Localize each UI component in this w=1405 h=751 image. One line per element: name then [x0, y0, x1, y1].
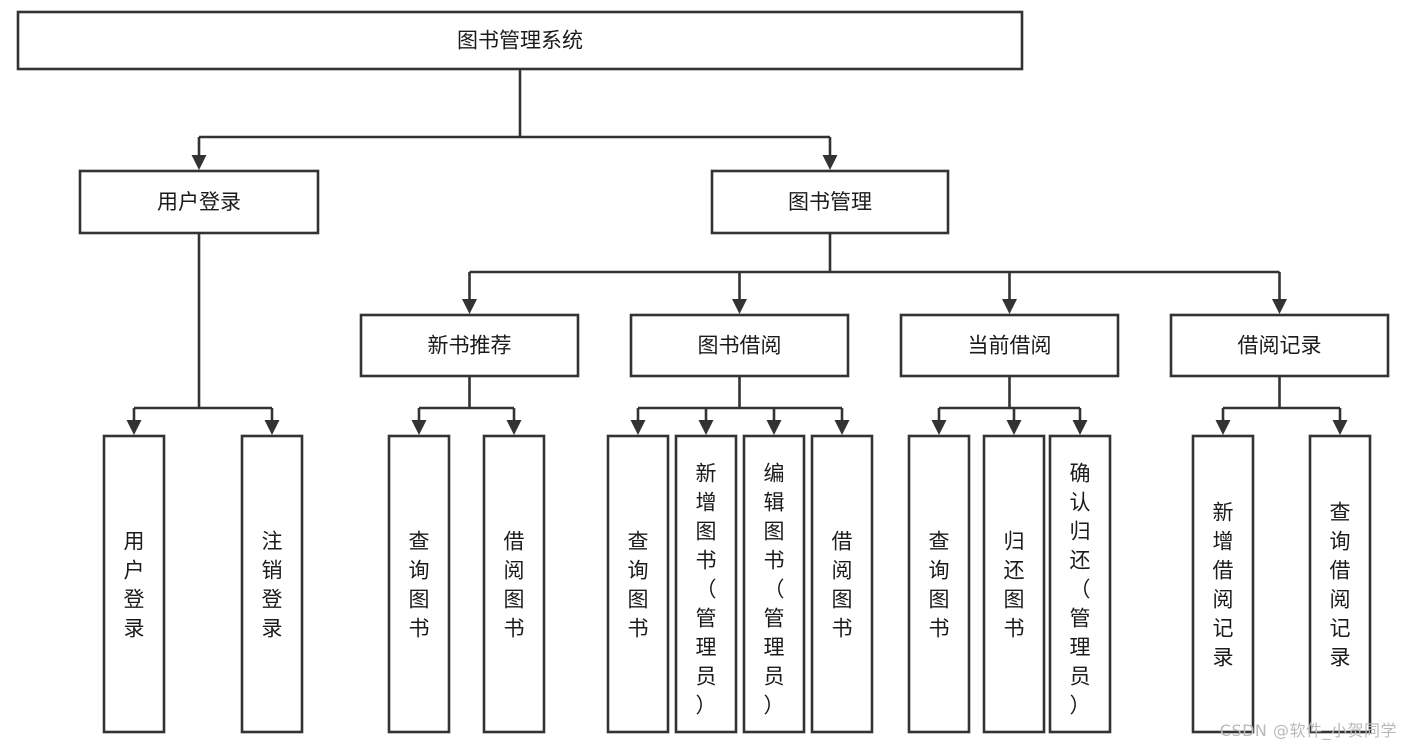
node-box: [16, 10, 1024, 71]
node-label: 借阅记录: [1238, 334, 1322, 358]
node-leaf-11[interactable]: 新增借阅记录: [1191, 434, 1255, 734]
node-label: 图书管理系统: [457, 29, 583, 53]
arrow-head-icon: [822, 155, 838, 170]
node-leaf-7[interactable]: 借阅图书: [810, 434, 874, 734]
node-box: [674, 434, 738, 734]
node-box: [482, 434, 546, 734]
node-leaf-9[interactable]: 归还图书: [982, 434, 1046, 734]
arrow-head-icon: [1006, 420, 1022, 435]
node-label: 当前借阅: [968, 334, 1052, 358]
arrow-head-icon: [411, 420, 427, 435]
arrow-head-icon: [1215, 420, 1231, 435]
arrow-head-icon: [264, 420, 280, 435]
arrow-head-icon: [1072, 420, 1088, 435]
node-label: 用户登录: [157, 190, 241, 214]
node-label: 编辑图书（管理员）: [764, 462, 785, 718]
arrow-head-icon: [931, 420, 947, 435]
node-label: 查询图书: [628, 530, 649, 641]
node-level3-0[interactable]: 新书推荐: [359, 313, 580, 378]
node-label: 新书推荐: [428, 334, 512, 358]
node-label: 借阅图书: [504, 530, 525, 641]
arrow-head-icon: [630, 420, 646, 435]
node-label: 注销登录: [262, 530, 283, 641]
node-label: 查询图书: [409, 530, 430, 641]
node-box: [742, 434, 806, 734]
arrow-head-icon: [126, 420, 142, 435]
node-box: [629, 313, 850, 378]
node-box: [78, 169, 320, 235]
node-level3-1[interactable]: 图书借阅: [629, 313, 850, 378]
node-label: 新增借阅记录: [1213, 501, 1234, 670]
node-box: [982, 434, 1046, 734]
node-box: [387, 434, 451, 734]
node-leaf-3[interactable]: 借阅图书: [482, 434, 546, 734]
node-label: 确认归还（管理员）: [1070, 462, 1091, 718]
node-box: [1048, 434, 1112, 734]
node-level2-0[interactable]: 用户登录: [78, 169, 320, 235]
node-label: 归还图书: [1004, 530, 1025, 641]
arrow-head-icon: [506, 420, 522, 435]
node-box: [606, 434, 670, 734]
node-level3-2[interactable]: 当前借阅: [899, 313, 1120, 378]
node-box: [907, 434, 971, 734]
node-box: [710, 169, 950, 235]
arrow-head-icon: [834, 420, 850, 435]
node-leaf-2[interactable]: 查询图书: [387, 434, 451, 734]
node-box: [102, 434, 166, 734]
node-leaf-0[interactable]: 用户登录: [102, 434, 166, 734]
arrow-head-icon: [1002, 299, 1017, 314]
node-label: 新增图书（管理员）: [696, 462, 717, 718]
node-box: [1191, 434, 1255, 734]
node-leaf-10[interactable]: 确认归还（管理员）: [1048, 434, 1112, 734]
node-leaf-12[interactable]: 查询借阅记录: [1308, 434, 1372, 734]
node-box: [899, 313, 1120, 378]
arrow-head-icon: [191, 155, 207, 170]
node-root-图书管理系统[interactable]: 图书管理系统: [16, 10, 1024, 71]
node-box: [1169, 313, 1390, 378]
node-leaf-1[interactable]: 注销登录: [240, 434, 304, 734]
node-leaf-5[interactable]: 新增图书（管理员）: [674, 434, 738, 734]
arrow-head-icon: [732, 299, 747, 314]
node-label: 图书借阅: [698, 334, 782, 358]
node-leaf-6[interactable]: 编辑图书（管理员）: [742, 434, 806, 734]
node-box: [810, 434, 874, 734]
node-label: 用户登录: [124, 530, 145, 641]
node-box: [359, 313, 580, 378]
node-label: 图书管理: [788, 190, 872, 214]
arrow-head-icon: [1272, 299, 1287, 314]
node-level3-3[interactable]: 借阅记录: [1169, 313, 1390, 378]
node-level2-1[interactable]: 图书管理: [710, 169, 950, 235]
node-leaf-8[interactable]: 查询图书: [907, 434, 971, 734]
node-label: 查询借阅记录: [1330, 501, 1351, 670]
arrow-head-icon: [698, 420, 714, 435]
node-box: [240, 434, 304, 734]
arrow-head-icon: [1332, 420, 1348, 435]
node-leaf-4[interactable]: 查询图书: [606, 434, 670, 734]
node-label: 借阅图书: [832, 530, 853, 641]
node-label: 查询图书: [929, 530, 950, 641]
node-box: [1308, 434, 1372, 734]
arrow-head-icon: [766, 420, 782, 435]
arrow-head-icon: [462, 299, 477, 314]
